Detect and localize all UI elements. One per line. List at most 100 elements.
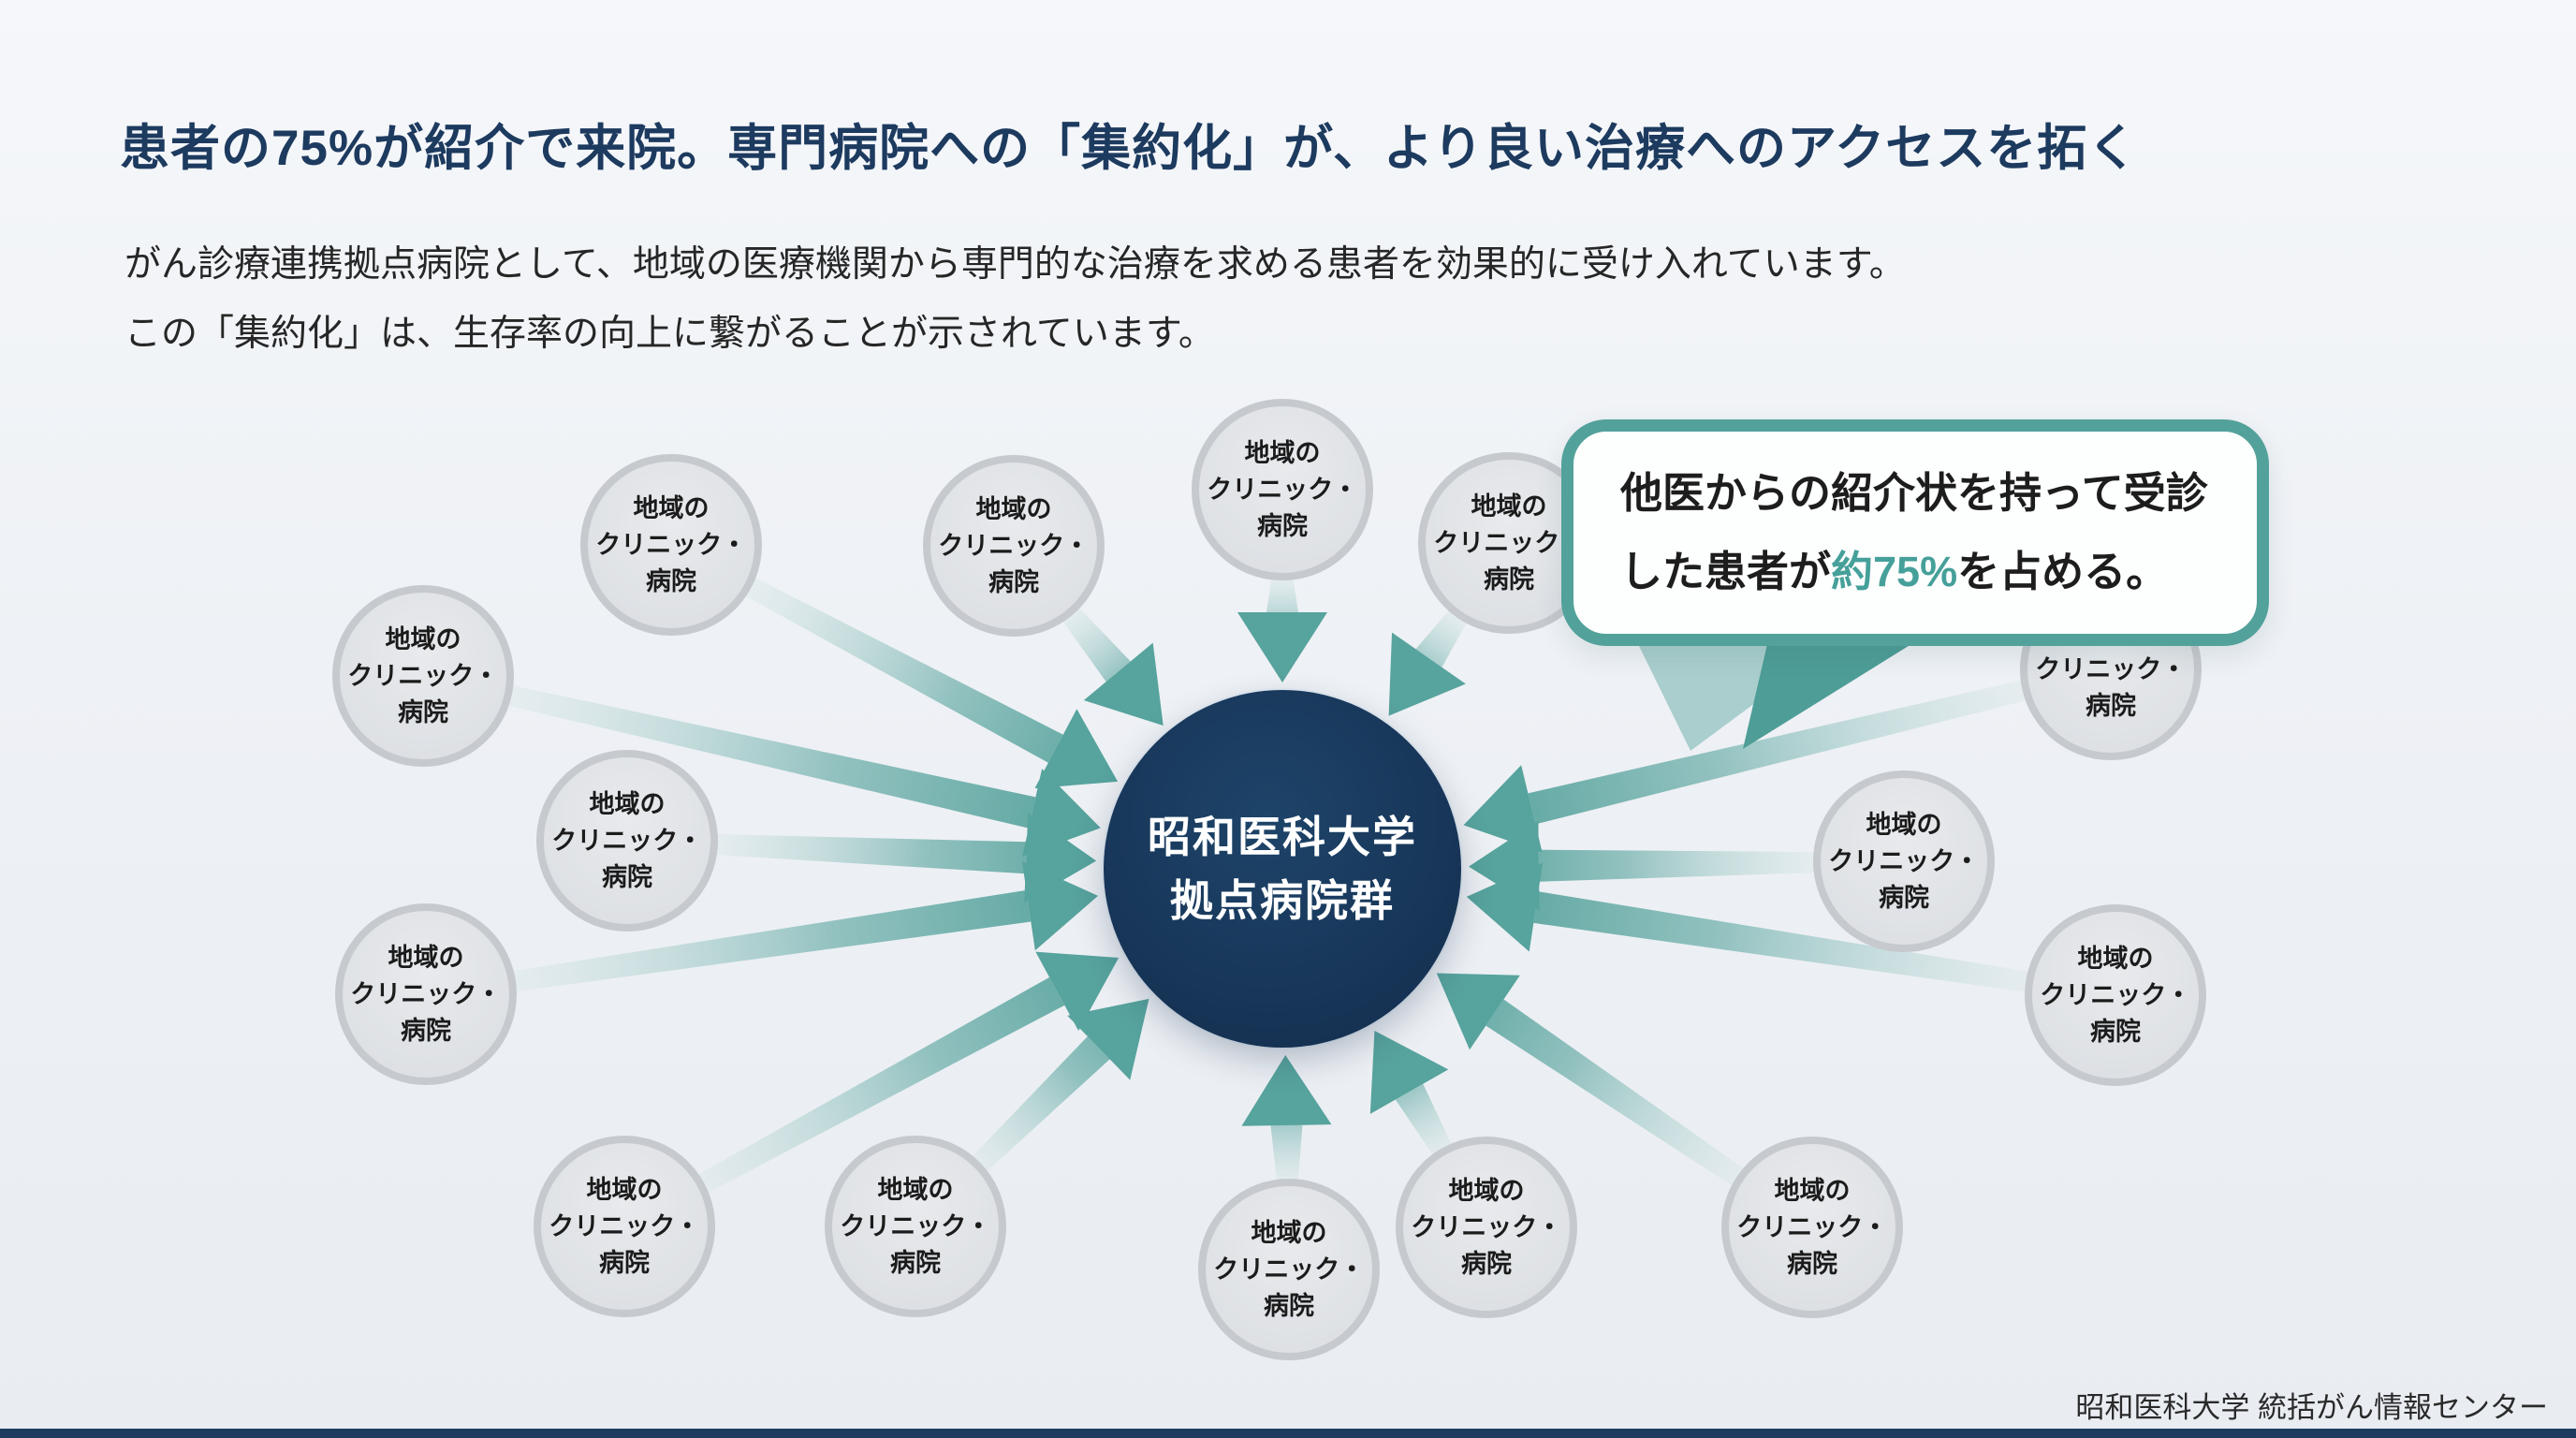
satellite-label-line: クリニック・ [1213,1255,1365,1284]
satellite-label-line: 地域の [1866,810,1942,839]
satellite-label-line: クリニック・ [1828,846,1980,875]
referral-arrow-head [1436,973,1520,1050]
satellite-label-line: クリニック・ [595,530,747,559]
referral-arrow-head [1021,861,1099,951]
satellite-label-line: 地域の [633,493,710,522]
callout-line-2-prefix: した患者が [1620,548,1832,595]
satellite-clinic-node: 地域のクリニック・病院 [1813,770,1995,952]
satellite-label-line: 病院 [1484,565,1534,594]
hub-label-line-2: 拠点病院群 [1170,876,1395,925]
satellite-label-line: 地域の [877,1175,954,1204]
referral-arrow-shaft [1266,575,1298,612]
callout-tail-dark [1743,644,1911,749]
satellite-label-line: 病院 [2086,691,2136,720]
satellite-label-line: クリニック・ [840,1211,991,1240]
satellite-label-line: クリニック・ [2040,980,2191,1009]
referral-arrow-shaft [1395,1083,1454,1159]
referral-arrow-head [1034,709,1119,789]
bottom-accent-bar [0,1429,2576,1438]
referral-arrow-head [1369,1030,1449,1114]
referral-arrow-head [1083,642,1164,726]
satellite-label-line: 病院 [599,1248,650,1277]
satellite-label-line: 病院 [1787,1249,1837,1278]
referral-arrow-shaft [1415,607,1470,668]
satellite-label-line: クリニック・ [347,661,499,690]
referral-arrow-shaft [1270,1124,1303,1185]
page-title: 患者の75%が紹介で来院。専門病院への「集約化」が、より良い治療へのアクセスを拓… [120,121,2139,176]
referral-arrow-head [1035,951,1120,1031]
satellite-label-line: 地域の [1448,1176,1525,1205]
satellite-label-line: 地域の [586,1175,663,1204]
referral-arrow-shaft [1538,849,1820,882]
satellite-label-line: 病院 [398,697,448,726]
satellite-label-line: 地域の [1244,438,1321,467]
satellite-clinic-node: 地域のクリニック・病院 [536,750,718,932]
callout-line-2: した患者が約75%を占める。 [1620,533,2210,611]
satellite-clinic-node: 地域のクリニック・病院 [923,455,1105,637]
satellite-label-line: クリニック・ [1433,528,1585,557]
page-subtitle: がん診療連携拠点病院として、地域の医療機関から専門的な治療を求める患者を効果的に… [124,230,1906,369]
satellite-label-line: 地域の [388,943,464,972]
referral-arrow-shaft [969,1036,1110,1175]
callout-highlight-75-percent: 約75% [1831,548,1958,595]
referral-arrow-head [1463,765,1543,853]
satellite-label-line: 地域の [2077,944,2154,973]
satellite-clinic-node: 地域のクリニック・病院 [580,454,762,636]
satellite-label-line: 地域の [1774,1176,1851,1205]
satellite-clinic-node: 地域のクリニック・病院 [332,585,514,767]
subtitle-line-1: がん診療連携拠点病院として、地域の医療機関から専門的な治療を求める患者を効果的に… [124,244,1906,285]
satellite-label-line: 地域の [385,624,461,653]
satellite-label-line: クリニック・ [350,979,502,1008]
referral-arrow-head [1067,998,1149,1080]
satellite-label-line: クリニック・ [549,1211,700,1240]
satellite-label-line: 地域の [589,789,666,818]
satellite-label-line: 病院 [646,566,696,595]
referral-arrow-shaft [1528,679,2031,825]
satellite-label-line: 病院 [1264,1291,1314,1320]
referral-arrow-shaft [1486,999,1748,1189]
referral-arrow-head [1241,1054,1332,1126]
referral-arrow-shaft [1533,891,2033,993]
satellite-clinic-node: 地域のクリニック・病院 [825,1136,1006,1317]
satellite-label-line: クリニック・ [1736,1212,1888,1241]
satellite-label-line: 病院 [1879,883,1929,912]
satellite-label-line: 地域の [1251,1218,1327,1247]
referral-rate-callout: 他医からの紹介状を持って受診 した患者が約75%を占める。 [1561,419,2269,646]
credit-line: 昭和医科大学 統括がん情報センター [2075,1391,2548,1424]
callout-line-1: 他医からの紹介状を持って受診 [1620,469,2208,517]
referral-arrow-shaft [504,684,1036,829]
satellite-label-line: 病院 [1257,511,1308,540]
satellite-label-line: 地域の [1471,492,1547,521]
satellite-label-line: クリニック・ [938,531,1090,560]
satellite-clinic-node: 地域のクリニック・病院 [2025,904,2206,1086]
referral-arrow-shaft [711,833,1027,874]
hub-hospital-node: 昭和医科大学 拠点病院群 [1104,690,1461,1048]
satellite-clinic-node: 地域のクリニック・病院 [335,903,517,1085]
subtitle-line-2: この「集約化」は、生存率の向上に繋がることが示されています。 [124,314,1215,354]
satellite-clinic-node: 地域のクリニック・病院 [1192,399,1373,580]
referral-arrow-head [1466,862,1544,952]
satellite-clinic-node: 地域のクリニック・病院 [1721,1137,1903,1318]
satellite-label-line: クリニック・ [2035,654,2187,683]
satellite-label-line: クリニック・ [1207,475,1358,504]
satellite-label-line: 病院 [988,567,1039,596]
satellite-label-line: 病院 [890,1248,941,1277]
referral-arrow-head [1388,632,1466,716]
satellite-label-line: 病院 [1461,1249,1512,1278]
hub-label-line-1: 昭和医科大学 [1148,813,1417,861]
satellite-label-line: クリニック・ [1411,1212,1562,1241]
referral-arrow-shaft [508,889,1032,992]
satellite-clinic-node: 地域のクリニック・病院 [1198,1179,1380,1360]
satellite-label-line: 病院 [401,1016,451,1045]
satellite-clinic-node: 地域のクリニック・病院 [1396,1137,1577,1318]
referral-arrow-shaft [1060,604,1131,682]
satellite-label-line: 病院 [602,862,652,891]
referral-arrow-shaft [694,976,1065,1196]
satellite-label-line: クリニック・ [551,826,703,855]
callout-line-2-suffix: を占める。 [1957,548,2169,595]
satellite-label-line: 地域の [975,494,1052,523]
referral-arrow-shaft [741,575,1063,763]
satellite-label-line: 病院 [2090,1017,2141,1046]
